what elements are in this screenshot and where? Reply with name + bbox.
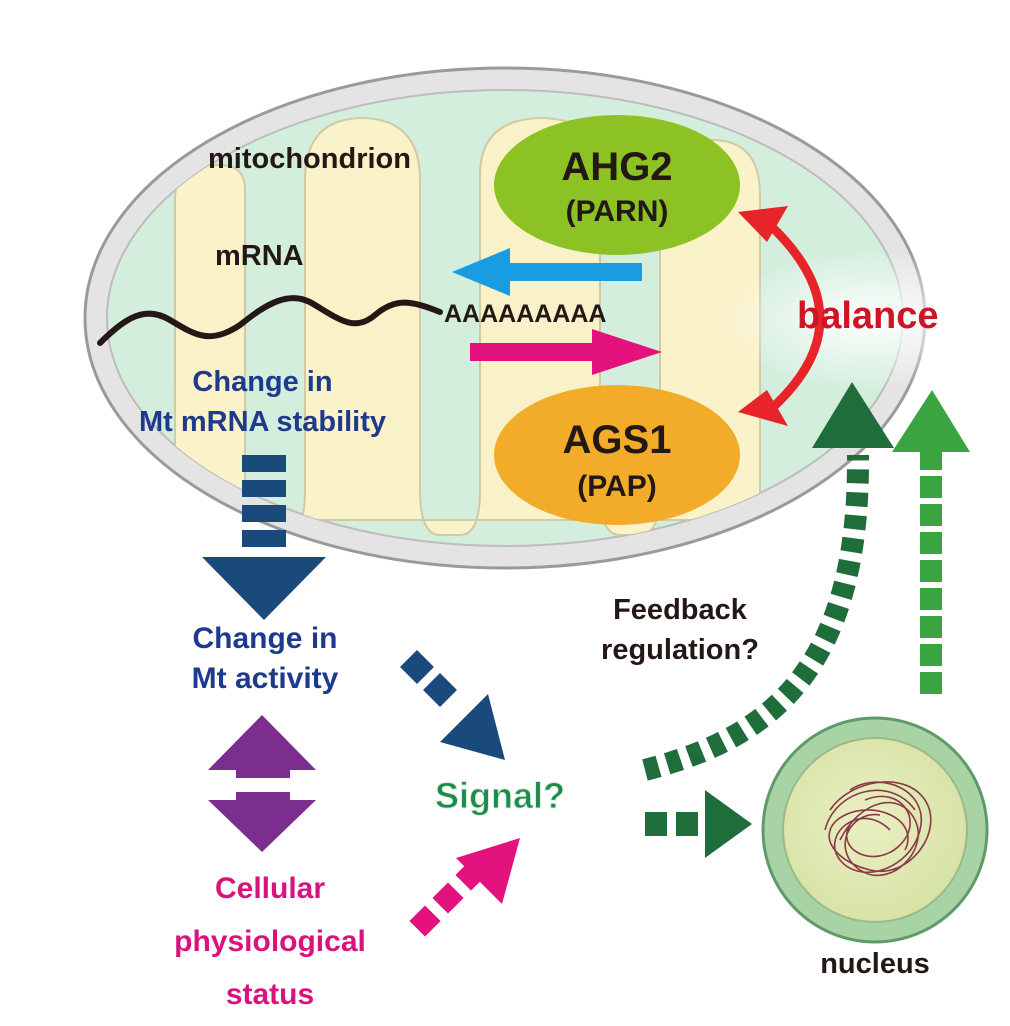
activity-to-signal-arrow	[400, 650, 505, 760]
balance-glow	[720, 250, 1010, 390]
ags1-protein	[494, 385, 740, 525]
feedback-label-line2: regulation?	[601, 634, 759, 666]
cellular-status-line3: status	[225, 978, 315, 1011]
ahg2-protein	[494, 115, 740, 255]
stability-to-activity-arrow	[202, 455, 326, 620]
cellular-status-line1: Cellular	[214, 872, 326, 905]
feedback-arrow	[642, 382, 894, 781]
arrowhead-down	[738, 390, 788, 426]
signal-label: Signal?	[434, 775, 565, 817]
balance-label: balance	[797, 295, 939, 337]
ahg2-label: AHG2	[561, 145, 673, 189]
balance-double-arrow	[738, 206, 825, 426]
mrna-strand	[97, 295, 443, 346]
activity-label-line2: Mt activity	[191, 662, 339, 695]
stability-label-line1: Change in	[192, 366, 333, 398]
activity-status-double-arrow	[208, 715, 316, 852]
cellular-status-line2: physiological	[174, 925, 366, 958]
nucleus-to-mito-arrow	[892, 390, 970, 694]
parn-label: (PARN)	[565, 195, 669, 228]
chromatin	[824, 781, 932, 877]
nucleus-label: nucleus	[820, 948, 930, 980]
deadenylation-arrow	[452, 248, 642, 296]
polya-tail-label: AAAAAAAAA	[444, 300, 607, 328]
polyadenylation-arrow	[470, 329, 662, 375]
mitochondrion-label: mitochondrion	[208, 143, 411, 175]
pap-label: (PAP)	[577, 470, 657, 503]
arrowhead-up	[738, 206, 788, 242]
feedback-label-line1: Feedback	[613, 594, 747, 626]
nucleoplasm	[782, 737, 968, 923]
mrna-label: mRNA	[215, 240, 304, 272]
activity-label-line1: Change in	[192, 622, 338, 655]
ags1-label: AGS1	[562, 418, 672, 462]
status-to-signal-arrow	[409, 838, 520, 937]
signal-to-nucleus-arrow	[645, 790, 752, 858]
nucleus	[761, 716, 989, 944]
stability-label-line2: Mt mRNA stability	[138, 406, 387, 438]
